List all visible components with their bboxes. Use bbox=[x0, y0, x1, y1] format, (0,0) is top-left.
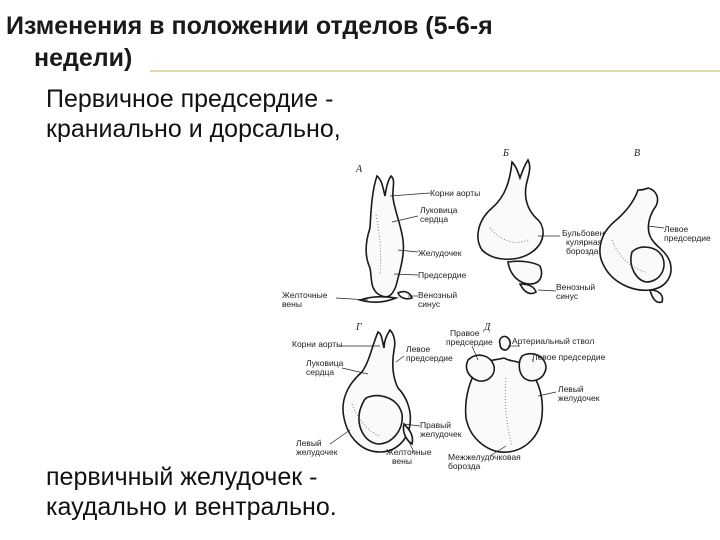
panel-d-arterial-trunk bbox=[500, 336, 511, 350]
footer-text: первичный желудочек - каудально и вентра… bbox=[46, 462, 337, 522]
label-b-bulboventricular-3: борозда bbox=[566, 246, 599, 256]
panel-d-heart: Д Правое предсердие Артериальный ствол Л… bbox=[446, 322, 606, 471]
label-a-atrium: Предсердие bbox=[418, 270, 467, 280]
panel-letter-g: Г bbox=[355, 322, 362, 333]
panel-letter-v: В bbox=[634, 148, 640, 159]
label-g-aortic-roots: Корни аорты bbox=[292, 339, 342, 349]
panel-b-heart-loop bbox=[478, 160, 543, 259]
panel-b-atrium bbox=[508, 261, 542, 284]
label-g-left-ventricle-2: желудочек bbox=[296, 447, 338, 457]
panel-letter-d: Д bbox=[483, 322, 491, 333]
label-v-left-atrium-2: предсердие bbox=[664, 233, 711, 243]
panel-a-heart: А Корни аорты Луковица сердца Желудочек … bbox=[282, 164, 480, 309]
panel-b-sinus bbox=[520, 284, 536, 294]
panel-d-right-atrium bbox=[466, 355, 494, 381]
label-a-vitelline-2: вены bbox=[282, 299, 302, 309]
panel-v-heart: В Левое предсердие bbox=[600, 148, 711, 302]
label-d-left-ventricle-2: желудочек bbox=[558, 393, 600, 403]
label-g-vitelline-2: вены bbox=[392, 456, 412, 466]
panel-a-sinus bbox=[398, 292, 412, 299]
label-a-sinus-2: синус bbox=[418, 299, 441, 309]
footer-text-line-1: первичный желудочек - bbox=[46, 462, 337, 492]
label-a-ventricle: Желудочек bbox=[418, 248, 462, 258]
label-d-left-atrium: Левое предсердие bbox=[532, 352, 606, 362]
panel-a-vitelline-veins bbox=[360, 297, 396, 302]
footer-text-line-2: каудально и вентрально. bbox=[46, 492, 337, 522]
leader-line bbox=[538, 290, 556, 291]
panel-letter-b: Б bbox=[502, 148, 509, 159]
panel-letter-a: А bbox=[355, 164, 363, 175]
panel-a-heart-tube bbox=[366, 176, 403, 297]
label-d-right-atrium-2: предсердие bbox=[446, 337, 493, 347]
label-b-sinus-2: синус bbox=[556, 291, 579, 301]
label-a-aortic-roots: Корни аорты bbox=[430, 188, 480, 198]
label-g-left-atrium-2: предсердие bbox=[406, 353, 453, 363]
label-d-groove-2: борозда bbox=[448, 461, 481, 471]
label-g-bulbus-2: сердца bbox=[306, 367, 334, 377]
leader-line bbox=[390, 193, 430, 196]
panel-g-heart: Г Корни аорты Луковица сердца Левое пред… bbox=[292, 322, 462, 466]
panel-b-heart: Б Бульбовентри- кулярная борозда Венозны… bbox=[478, 148, 621, 301]
label-a-bulbus-2: сердца bbox=[420, 214, 448, 224]
leader-line bbox=[396, 356, 404, 362]
label-g-right-ventricle-2: желудочек bbox=[420, 429, 462, 439]
label-d-arterial-trunk: Артериальный ствол bbox=[512, 336, 594, 346]
leader-line bbox=[330, 430, 350, 444]
leader-line bbox=[648, 226, 664, 228]
panel-v-sinus bbox=[650, 290, 663, 302]
